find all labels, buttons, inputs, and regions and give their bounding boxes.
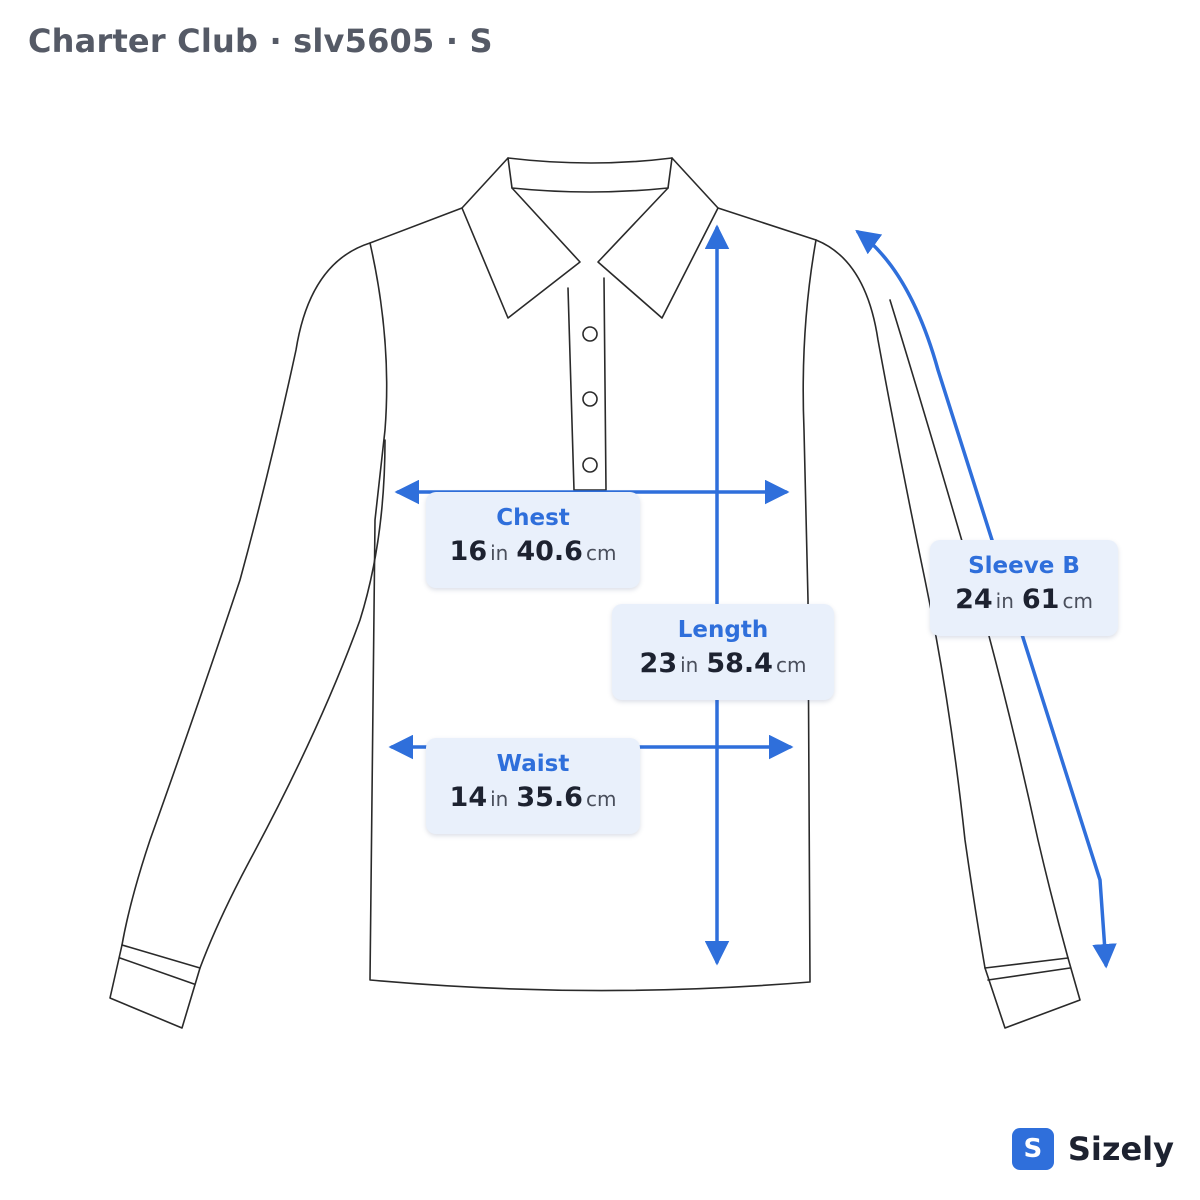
length-inches: 23: [639, 648, 678, 679]
chest-cm: 40.6: [516, 536, 583, 567]
inch-unit: in: [490, 787, 509, 811]
cm-unit: cm: [585, 787, 617, 811]
chest-inches: 16: [449, 536, 488, 567]
waist-label-name: Waist: [496, 751, 570, 777]
inch-unit: in: [995, 589, 1014, 613]
chest-label-name: Chest: [496, 505, 570, 531]
brand-logo: S Sizely: [1011, 1128, 1174, 1170]
sleeve-arrow: [855, 229, 1117, 969]
waist-cm: 35.6: [516, 782, 583, 813]
left-cuff: [109, 944, 201, 1029]
page-title: Charter Club · slv5605 · S: [28, 22, 493, 60]
shirt-body: [369, 207, 817, 992]
button: [582, 326, 598, 342]
brand-name: Sizely: [1067, 1130, 1174, 1168]
cm-unit: cm: [585, 541, 617, 565]
cm-unit: cm: [1062, 589, 1093, 613]
left-sleeve: [121, 242, 386, 969]
cm-unit: cm: [775, 653, 807, 677]
inch-unit: in: [490, 541, 509, 565]
sleeve-label-name: Sleeve B: [968, 553, 1080, 579]
brand-badge-icon: S: [1011, 1128, 1054, 1170]
inch-unit: in: [680, 653, 699, 677]
collar-right: [597, 157, 719, 319]
button: [582, 457, 598, 473]
collar-left: [461, 157, 581, 319]
sleeve-cm: 61: [1021, 584, 1060, 615]
length-cm: 58.4: [706, 648, 773, 679]
length-label-name: Length: [677, 617, 769, 643]
right-cuff: [984, 957, 1081, 1029]
waist-inches: 14: [449, 782, 488, 813]
collar-band: [507, 157, 673, 193]
sleeve-inches: 24: [955, 584, 993, 615]
button: [582, 391, 598, 407]
